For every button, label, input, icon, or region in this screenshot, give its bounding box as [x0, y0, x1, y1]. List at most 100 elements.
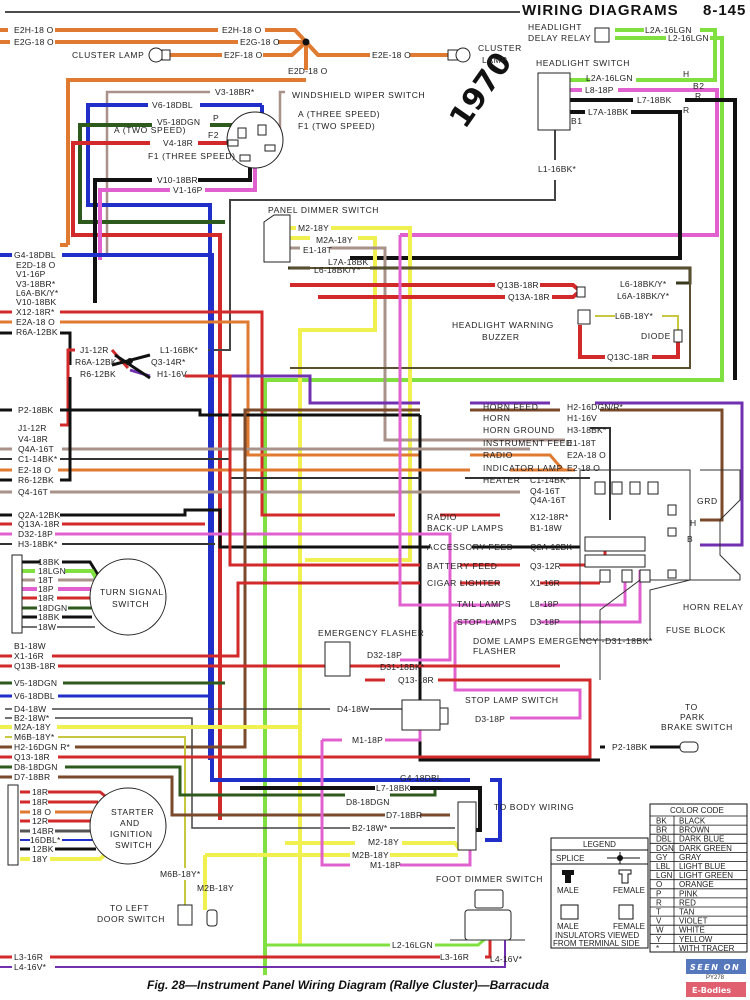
wire-label: Q3-12R: [530, 561, 561, 571]
color-code-abbrev: R: [656, 898, 662, 907]
wire-label: E2A-18 O: [16, 317, 55, 327]
wire-b2: [5, 717, 455, 829]
cluster-lamp-right: [447, 47, 471, 63]
e-bodies-badge: SEEN ON PY278 E-Bodies: [686, 959, 746, 997]
fuse-terminal: [599, 569, 611, 583]
wire-label: L8-18P: [585, 85, 614, 95]
wire-h3: [0, 427, 611, 545]
legend-box: LEGEND SPLICE MALE FEMALE MALE FEMALE IN…: [550, 837, 649, 949]
wire-d7: [0, 775, 450, 817]
fuse-terminal: [611, 481, 623, 495]
circuit-indicator-lamp: INDICATOR LAMP: [483, 463, 563, 473]
legend-male: MALE: [557, 886, 579, 895]
door-switch-connector-female: [206, 909, 218, 927]
circuit-horn-feed: HORN FEED: [483, 402, 538, 412]
fuse-terminal: [621, 569, 633, 583]
label-diode: DIODE: [641, 331, 671, 341]
wire-label: 12R: [32, 816, 48, 826]
circuit-battery-feed: BATTERY FEED: [427, 561, 498, 571]
wire-label: H2-16DGN R*: [14, 742, 71, 752]
wire-m2a: [283, 236, 377, 945]
wire-label: J1-12R: [80, 345, 109, 355]
circuit-stop-lamps: STOP LAMPS: [457, 617, 517, 627]
wire-label: P2-18BK: [612, 742, 648, 752]
wire-label: V6-18DBL: [14, 691, 55, 701]
male-terminal-icon: [562, 870, 574, 883]
wire-ts-bk: [20, 560, 100, 576]
wire-label: Q2A-12BK: [18, 510, 60, 520]
color-code-abbrev: BR: [656, 826, 667, 835]
wire-label: M6B-18Y*: [160, 869, 201, 879]
wire-label: E2H-18 O: [222, 25, 262, 35]
wire-label: Q13B-18R: [497, 280, 539, 290]
wire-label: E2-18 O: [18, 465, 51, 475]
female-terminal-icon: [618, 869, 632, 884]
badge-seen-on: SEEN ON: [690, 963, 740, 972]
label-headlight-switch: HEADLIGHT SWITCH: [536, 58, 630, 68]
park-brake-connector: [679, 741, 699, 753]
wire-label: P2-18BK: [18, 405, 54, 415]
circuit-tail-lamps: TAIL LAMPS: [457, 599, 511, 609]
foot-dimmer-pedal: [474, 889, 504, 909]
legend-note: INSULATORS VIEWED: [555, 931, 639, 940]
label-starter: SWITCH: [115, 840, 152, 850]
label-wiper-f2: F2: [208, 130, 219, 140]
wire-label: X1-16R: [14, 651, 44, 661]
wire-label: 18DGN: [38, 603, 67, 613]
label-wiper-p: P: [213, 113, 219, 123]
color-code-name: TAN: [679, 908, 695, 917]
label-grd: GRD: [697, 496, 718, 506]
color-code-abbrev: V: [656, 917, 662, 926]
label-door-switch: DOOR SWITCH: [97, 914, 165, 924]
fuse-terminal: [594, 481, 606, 495]
wire-l7: [560, 98, 737, 380]
label-park-brake: PARK: [680, 712, 705, 722]
wire-label: M2A-18Y: [316, 235, 353, 245]
color-code-name: LIGHT GREEN: [679, 871, 733, 880]
wire-label: Q2A-12BK: [530, 542, 572, 552]
wire-label: G4-18DBL: [400, 773, 442, 783]
legend-female-insulator: FEMALE: [613, 922, 645, 931]
label-hs-b1: B1: [571, 116, 583, 126]
circuit-backup-lamps: BACK-UP LAMPS: [427, 523, 504, 533]
wire-label: E2D-18 O: [288, 66, 328, 76]
label-hs-b2: B2: [693, 81, 705, 91]
color-code-abbrev: BK: [656, 817, 667, 826]
cluster-lamp-left: [148, 47, 171, 63]
legend-male-insulator: MALE: [557, 922, 579, 931]
wire-label: D4-18W: [14, 704, 46, 714]
wire-label: V1-16P: [173, 185, 203, 195]
legend-female: FEMALE: [613, 886, 645, 895]
wiper-terminal: [237, 127, 247, 139]
wire-l6b: [595, 315, 679, 330]
wire-label: L7A-18BK: [588, 107, 628, 117]
wire-label: L6B-18Y*: [615, 311, 653, 321]
label-starter: AND: [120, 818, 140, 828]
label-starter: IGNITION: [110, 829, 153, 839]
wire-label: L7A-18BK: [328, 257, 368, 267]
turn-signal-connector: [11, 554, 23, 634]
circuit-horn: HORN: [483, 413, 510, 423]
wire-label: V6-18DBL: [152, 100, 193, 110]
wire-g4: [0, 253, 502, 842]
headlight-delay-relay: [594, 27, 610, 43]
label-dome-lamps: FLASHER: [473, 646, 516, 656]
door-switch-connector-male: [177, 904, 193, 926]
wire-buzzer-frame: [290, 267, 691, 369]
wire-label: E2G-18 O: [14, 37, 54, 47]
wire-label: E1-18T: [567, 438, 596, 448]
components: [7, 27, 699, 941]
wire-label: 18BK: [38, 557, 60, 567]
turn-signal-switch-body: [89, 558, 167, 636]
wiper-terminal: [257, 124, 267, 136]
fuse-block-outline: [579, 469, 691, 641]
wire-label: 12BK: [32, 844, 54, 854]
label-cluster-lamp-left: CLUSTER LAMP: [72, 50, 144, 60]
wire-label: Q4A-16T: [18, 444, 54, 454]
wire-label: 16DBL*: [30, 835, 61, 845]
color-code-name: WHITE: [679, 926, 705, 935]
label-starter: STARTER: [111, 807, 154, 817]
label-wiper-f1b: F1 (THREE SPEED): [148, 151, 236, 161]
female-insulator-icon: [618, 904, 634, 920]
wire-label: L1-16BK*: [538, 164, 576, 174]
